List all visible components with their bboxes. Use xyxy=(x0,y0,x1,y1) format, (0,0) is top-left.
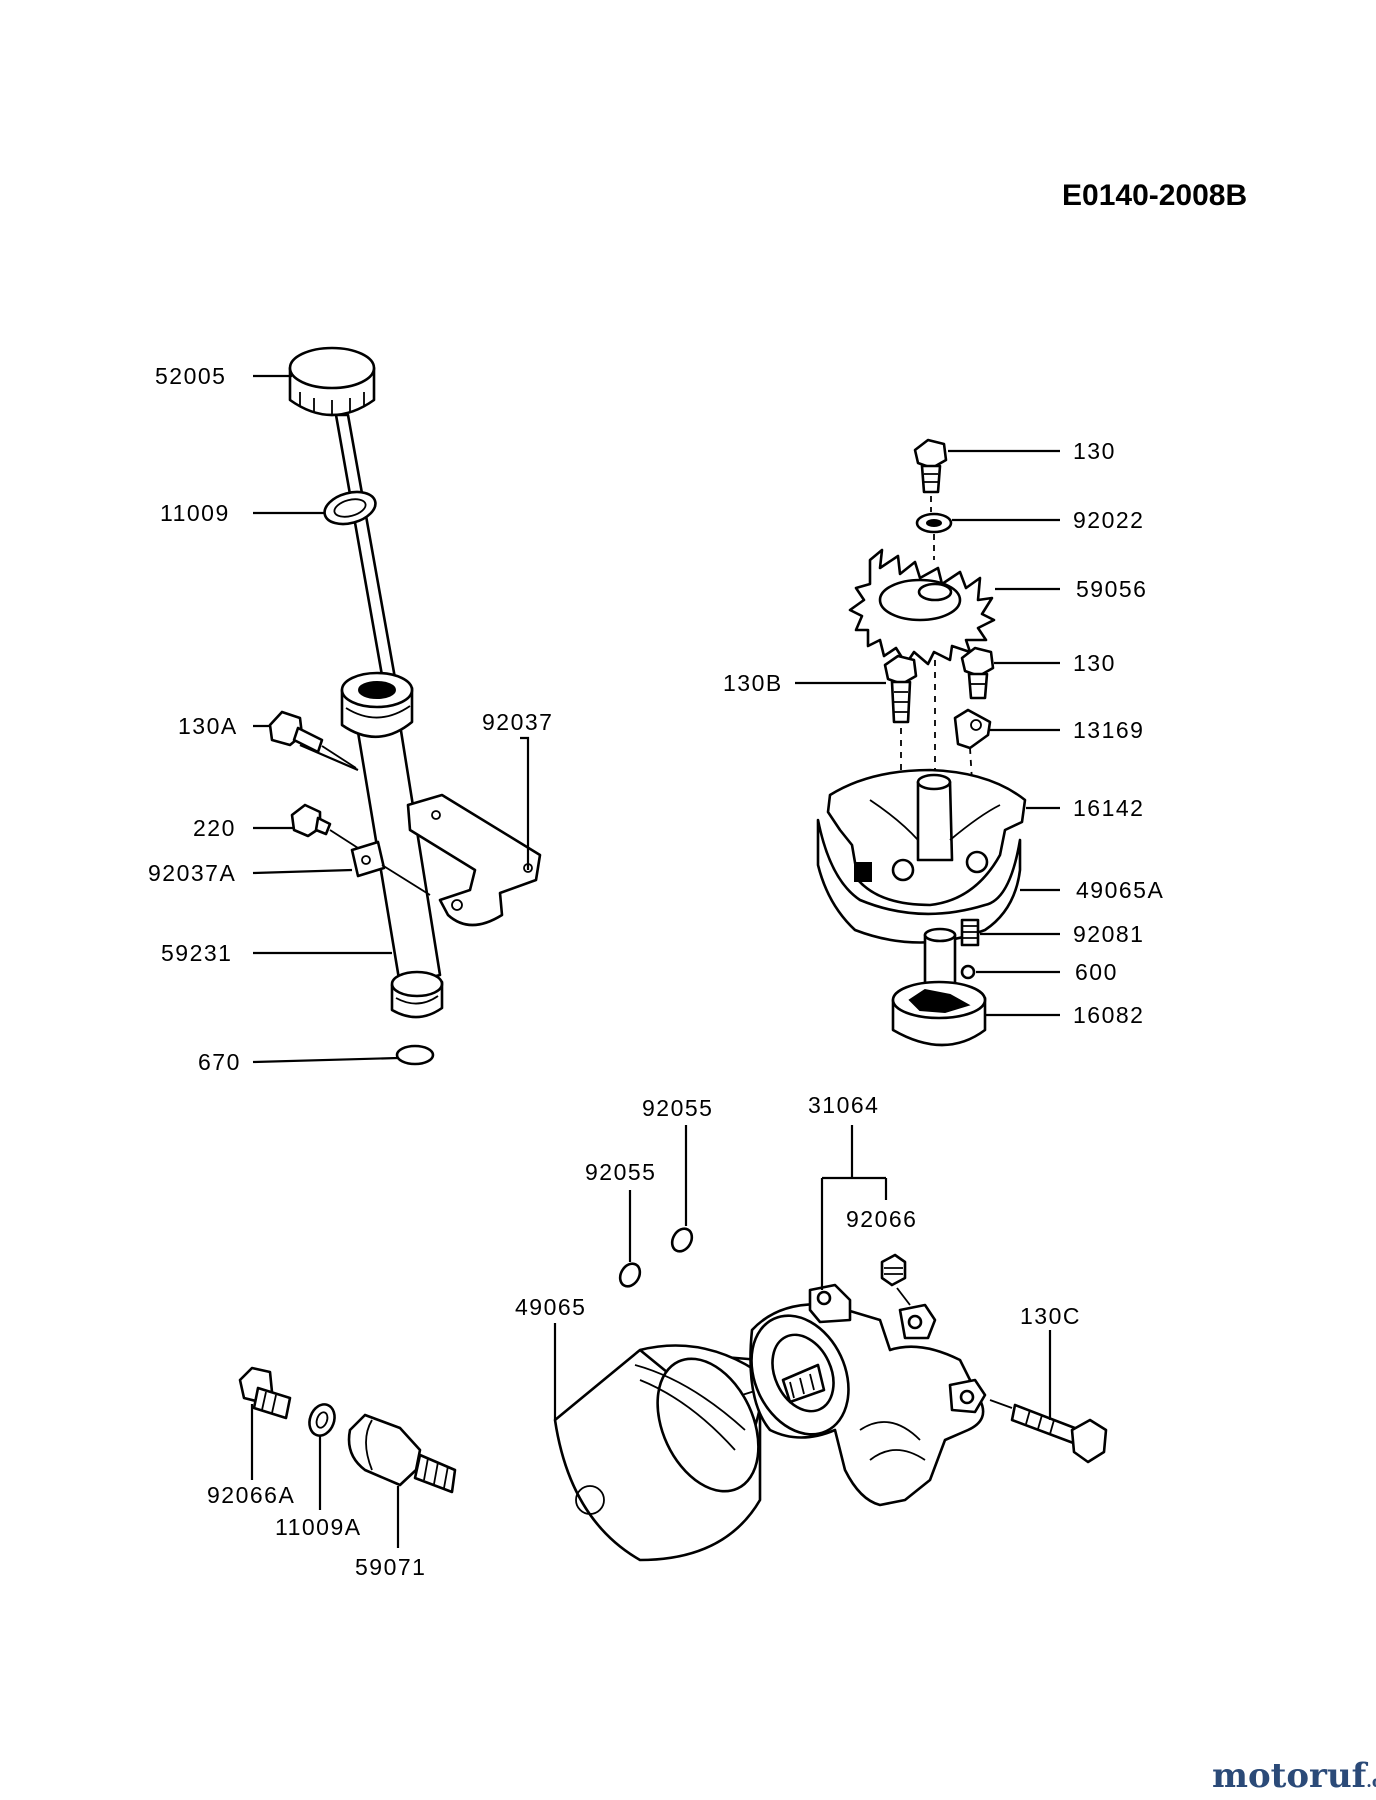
washer-11009a xyxy=(308,1403,336,1437)
label-92022: 92022 xyxy=(1073,507,1144,533)
part-labels: 52005 11009 130A 92037 220 92037A 59231 … xyxy=(148,363,1164,1580)
bolt-130-mid xyxy=(960,646,995,700)
label-52005: 52005 xyxy=(155,363,226,389)
o-ring-92055-a xyxy=(618,1262,642,1288)
label-92066: 92066 xyxy=(846,1206,917,1232)
label-49065: 49065 xyxy=(515,1294,586,1320)
label-16082: 16082 xyxy=(1073,1002,1144,1028)
guide-tube-head xyxy=(340,671,414,739)
label-130a: 130A xyxy=(178,713,238,739)
bracket-tab-92037a xyxy=(350,840,386,878)
label-59071: 59071 xyxy=(355,1554,426,1580)
label-92066a: 92066A xyxy=(207,1482,295,1508)
dipstick-assembly xyxy=(268,346,542,1066)
label-130-top: 130 xyxy=(1073,438,1116,464)
label-16142: 16142 xyxy=(1073,795,1144,821)
ball-600 xyxy=(960,964,976,980)
bolt-220 xyxy=(290,803,359,849)
label-49065a: 49065A xyxy=(1076,877,1164,903)
label-59056: 59056 xyxy=(1076,576,1147,602)
guide-tube-bottom xyxy=(390,970,444,1019)
bracket-92037 xyxy=(406,793,542,927)
watermark-logo: motoruf.de xyxy=(1212,1756,1376,1796)
bolt-130c xyxy=(1010,1403,1108,1464)
label-92037a: 92037A xyxy=(148,860,236,886)
filter-base-31064 xyxy=(749,1283,987,1507)
label-220: 220 xyxy=(193,815,236,841)
label-92037: 92037 xyxy=(482,709,553,735)
o-ring-92055-b xyxy=(670,1227,694,1253)
drawing-code: E0140-2008B xyxy=(1062,179,1247,212)
bolt-130a xyxy=(268,710,357,769)
dipstick-cap xyxy=(288,346,376,417)
label-13169: 13169 xyxy=(1073,717,1144,743)
label-130c: 130C xyxy=(1020,1303,1081,1329)
label-31064: 31064 xyxy=(808,1092,879,1118)
label-11009: 11009 xyxy=(160,500,230,526)
bolt-130b xyxy=(883,654,918,724)
label-600: 600 xyxy=(1075,959,1118,985)
leader-lines xyxy=(250,374,1060,1548)
plug-92066 xyxy=(880,1253,907,1287)
watermark-suffix: .de xyxy=(1366,1772,1376,1791)
pump-housing-16142 xyxy=(826,768,1027,907)
watermark-main: motoruf xyxy=(1212,1756,1369,1796)
dipstick-rod xyxy=(334,413,400,700)
drain-plug-92066a xyxy=(238,1366,292,1420)
bolt-130-top xyxy=(913,438,948,494)
label-130-mid: 130 xyxy=(1073,650,1116,676)
gear-59056 xyxy=(848,548,996,666)
label-92055-b: 92055 xyxy=(642,1095,713,1121)
label-130b: 130B xyxy=(723,670,783,696)
label-92081: 92081 xyxy=(1073,921,1144,947)
oil-filter-assembly xyxy=(238,1227,1108,1562)
oil-filter-49065 xyxy=(553,1344,763,1562)
label-92055-a: 92055 xyxy=(585,1159,656,1185)
plate-13169 xyxy=(953,708,992,750)
o-ring-11009 xyxy=(323,490,377,526)
label-59231: 59231 xyxy=(161,940,232,966)
rotor-16082 xyxy=(891,927,987,1047)
label-11009a: 11009A xyxy=(275,1514,362,1540)
fitting-59071 xyxy=(347,1413,457,1494)
label-670: 670 xyxy=(198,1049,241,1075)
screen-49065a xyxy=(816,818,1022,944)
oil-pump-assembly xyxy=(816,438,1027,1047)
spring-92081 xyxy=(960,918,980,947)
o-ring-670 xyxy=(395,1044,435,1066)
